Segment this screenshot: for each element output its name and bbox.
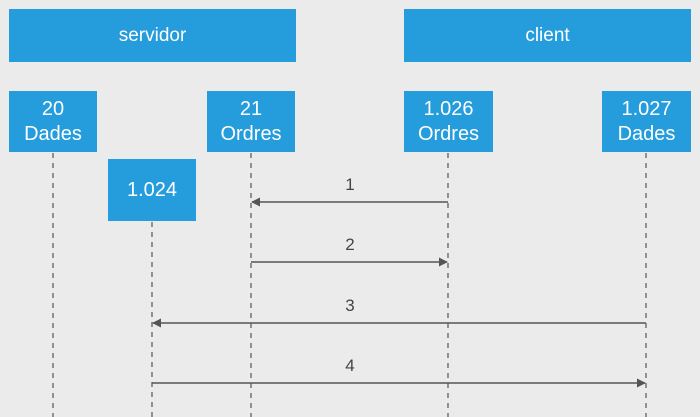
message-label-3: 3 — [345, 296, 355, 315]
endpoint-20-dades: 20 Dades — [9, 91, 97, 152]
endpoint-port: 21 — [239, 97, 263, 120]
client-group-label: client — [525, 24, 570, 46]
client-group-header: client — [404, 9, 691, 62]
endpoint-1026-ordres: 1.026 Ordres — [404, 91, 493, 152]
endpoint-port: 1.026 — [423, 97, 474, 120]
server-group-header: servidor — [9, 9, 296, 62]
message-label-4: 4 — [345, 356, 355, 375]
endpoint-1027-dades: 1.027 Dades — [602, 91, 691, 152]
endpoint-port: 1.024 — [126, 178, 178, 201]
server-group-label: servidor — [118, 24, 187, 46]
endpoint-port: 1.027 — [621, 97, 672, 120]
endpoint-name: Dades — [24, 122, 82, 145]
endpoint-name: Ordres — [220, 122, 282, 145]
endpoint-name: Dades — [617, 122, 676, 145]
endpoint-name: Ordres — [417, 122, 480, 145]
endpoint-21-ordres: 21 Ordres — [207, 91, 295, 152]
endpoint-1024: 1.024 — [108, 159, 196, 221]
message-label-1: 1 — [345, 175, 355, 194]
endpoint-port: 20 — [41, 97, 65, 120]
message-label-2: 2 — [345, 235, 355, 254]
